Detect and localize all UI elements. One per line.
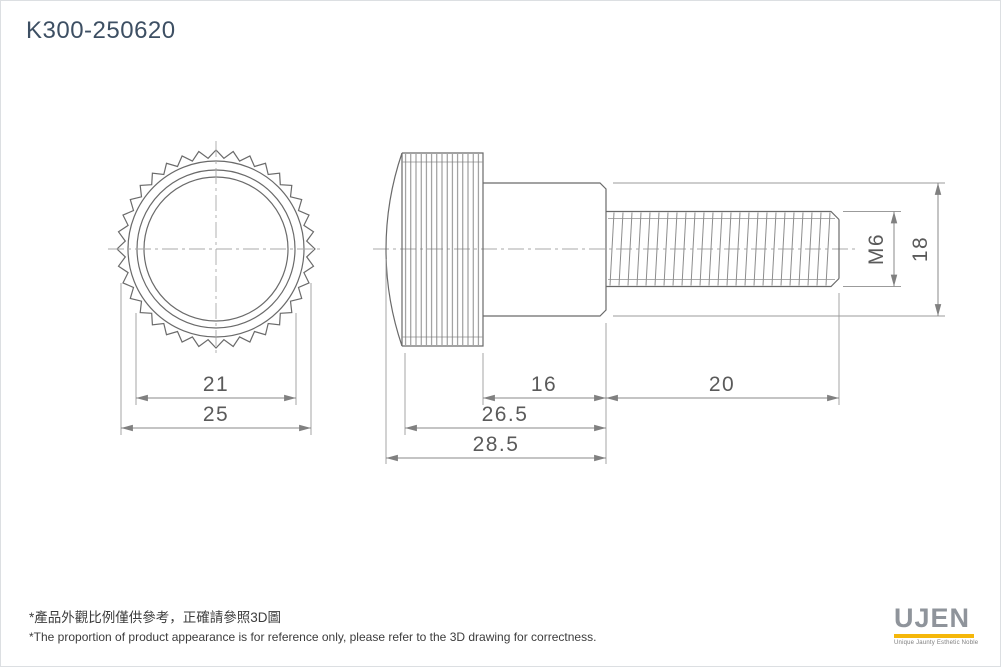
thread-outline-bottom	[606, 278, 840, 288]
front-dimensions: 21 25	[120, 283, 312, 435]
dimension-label-26-5: 26.5	[482, 403, 529, 426]
side-view: 16 20 26.5 28.5 M6 18	[373, 152, 945, 464]
front-view: 21 25	[108, 141, 324, 435]
note-chinese: *產品外觀比例僅供參考，正確請參照3D圖	[29, 610, 282, 625]
dimension-label-18: 18	[909, 236, 932, 262]
collar-outline	[483, 182, 607, 317]
side-dimensions: 16 20 26.5 28.5 M6 18	[385, 182, 945, 464]
head-outline	[402, 152, 484, 347]
knurl-texture	[403, 154, 482, 345]
note-english: *The proportion of product appearance is…	[29, 630, 597, 644]
dimension-label-16: 16	[531, 373, 557, 396]
logo-tagline: Unique Jaunty Esthetic Noble	[894, 640, 979, 646]
thread-texture	[607, 212, 832, 286]
dimension-label-21: 21	[203, 373, 229, 396]
company-logo: UJEN Unique Jaunty Esthetic Noble	[894, 602, 979, 646]
footer-notes: *產品外觀比例僅供參考，正確請參照3D圖 *The proportion of …	[29, 606, 596, 644]
dimension-label-28-5: 28.5	[473, 433, 520, 456]
dimension-label-20: 20	[709, 373, 735, 396]
dimension-label-m6: M6	[865, 233, 888, 265]
logo-wordmark: UJEN	[894, 602, 971, 633]
thread-outline-top	[606, 210, 840, 220]
dome-outline	[385, 152, 403, 347]
dimension-label-25: 25	[203, 403, 229, 426]
logo-accent-bar	[894, 634, 974, 638]
page-title: K300-250620	[26, 17, 176, 44]
